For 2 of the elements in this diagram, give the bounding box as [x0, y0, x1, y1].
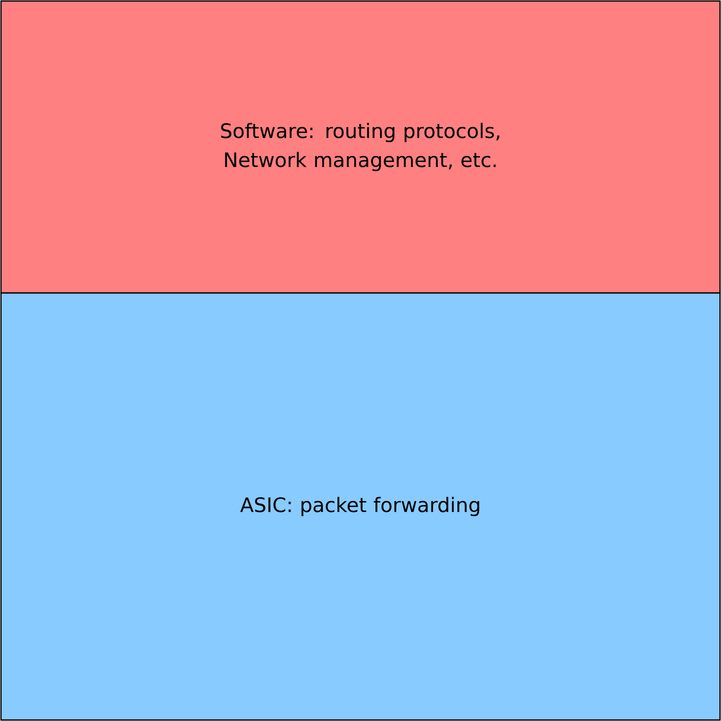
layer-box: ASIC: packet forwarding	[0, 292, 721, 721]
layer-box: Software: routing protocols, Network management, etc.	[0, 0, 721, 294]
